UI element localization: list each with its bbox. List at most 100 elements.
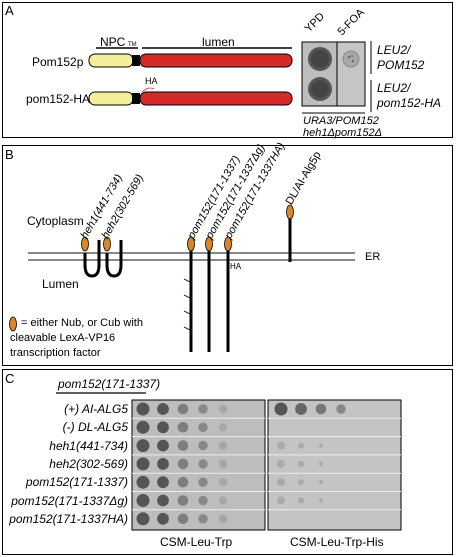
growth-spot bbox=[277, 459, 285, 468]
panel-b bbox=[2, 145, 453, 366]
growth-spot bbox=[298, 460, 304, 467]
growth-spot bbox=[136, 494, 150, 507]
growth-spot bbox=[298, 479, 304, 486]
strain-line2: heh1Δpom152Δ bbox=[303, 127, 382, 139]
lumen-label: lumen bbox=[202, 35, 235, 49]
growth-spot bbox=[336, 404, 346, 414]
pom152p-lumen-domain bbox=[139, 53, 293, 68]
alg5-tag bbox=[286, 204, 294, 220]
pom152ha-lumen-domain bbox=[139, 91, 293, 106]
growth-spot bbox=[319, 461, 323, 466]
tm-label: TM bbox=[128, 42, 137, 48]
growth-spot bbox=[315, 403, 327, 415]
growth-spot bbox=[136, 420, 150, 434]
ha-b-label: HA bbox=[230, 262, 242, 271]
growth-spot bbox=[218, 514, 228, 523]
row2-line1: LEU2/ bbox=[377, 81, 411, 95]
plate1-label: CSM-Leu-Trp bbox=[160, 535, 233, 549]
growth-spot bbox=[319, 480, 323, 485]
growth-spot bbox=[136, 439, 150, 453]
plate2-label: CSM-Leu-Trp-His bbox=[290, 535, 384, 549]
growth-spot bbox=[298, 442, 304, 449]
growth-spot bbox=[298, 497, 304, 504]
growth-spot bbox=[218, 478, 228, 487]
row2-line2: pom152-HA bbox=[377, 96, 442, 110]
growth-spot bbox=[218, 459, 228, 468]
growth-spot bbox=[198, 459, 208, 469]
growth-spot bbox=[177, 403, 189, 415]
growth-spot bbox=[295, 403, 307, 415]
growth-spot bbox=[136, 402, 150, 416]
growth-spot bbox=[198, 514, 208, 524]
growth-spot bbox=[157, 421, 169, 434]
panel-b-label: B bbox=[5, 147, 14, 162]
growth-spot bbox=[198, 422, 208, 432]
strain-row-label: pom152(171-1337Δg) bbox=[11, 493, 128, 508]
ha-label: HA bbox=[145, 76, 158, 86]
panel-c bbox=[2, 369, 453, 555]
pom152ha-tm-domain bbox=[132, 93, 140, 104]
strain-row-label: pom152(171-1337HA) bbox=[9, 511, 128, 526]
growth-spot bbox=[277, 441, 285, 450]
growth-spot bbox=[319, 443, 323, 448]
growth-spot bbox=[277, 478, 285, 487]
pom152ha-label: pom152-HA bbox=[26, 92, 91, 106]
pom152p-label: Pom152p bbox=[32, 55, 84, 69]
strain-row-label: heh1(441-734) bbox=[49, 438, 128, 453]
strain-row-label: heh2(302-569) bbox=[49, 456, 128, 471]
cytoplasm-label: Cytoplasm bbox=[27, 214, 84, 228]
growth-spot bbox=[136, 475, 150, 489]
growth-spot bbox=[177, 495, 189, 506]
growth-spot bbox=[198, 404, 208, 414]
row1-line2: POM152 bbox=[377, 58, 425, 72]
growth-spot bbox=[177, 422, 189, 433]
growth-spot bbox=[319, 498, 323, 503]
growth-spot bbox=[157, 439, 169, 452]
pom152-ha-tag bbox=[224, 236, 232, 252]
panel-a-label: A bbox=[5, 3, 14, 18]
strain-line1: URA3/POM152 bbox=[303, 115, 379, 127]
heh2-tag bbox=[103, 236, 111, 252]
panel-c-header: pom152(171-1337) bbox=[58, 377, 161, 391]
growth-spot bbox=[157, 512, 169, 525]
panel-a bbox=[2, 2, 453, 138]
growth-spot bbox=[157, 494, 169, 507]
growth-spot bbox=[177, 476, 189, 488]
npc-label: NPC bbox=[100, 35, 126, 49]
legend-line2: cleavable LexA-VP16 bbox=[10, 332, 116, 344]
legend-tag bbox=[9, 316, 17, 332]
pom152-tag bbox=[187, 236, 195, 252]
growth-spot bbox=[218, 423, 228, 432]
growth-spot bbox=[198, 495, 208, 506]
growth-spot bbox=[136, 512, 150, 526]
strain-row-label: pom152(171-1337) bbox=[25, 475, 128, 490]
growth-spot bbox=[198, 477, 208, 487]
plate-leu-trp-his bbox=[267, 399, 402, 531]
growth-spot bbox=[218, 441, 228, 450]
growth-spot bbox=[218, 496, 228, 505]
panel-c-label: C bbox=[5, 371, 15, 386]
strain-row-label: (-) DL-ALG5 bbox=[62, 420, 128, 435]
growth-spot bbox=[136, 457, 150, 471]
lumen-b-label: Lumen bbox=[42, 277, 79, 291]
er-label: ER bbox=[365, 251, 381, 263]
growth-spot bbox=[218, 404, 228, 414]
growth-spot bbox=[274, 402, 288, 416]
growth-spot bbox=[177, 440, 189, 451]
pom152-dg-tag bbox=[205, 236, 213, 252]
row1-line1: LEU2/ bbox=[377, 43, 411, 57]
growth-spot bbox=[157, 476, 169, 489]
growth-spot bbox=[157, 458, 169, 470]
growth-spot bbox=[157, 403, 169, 415]
strain-row-label: (+) AI-ALG5 bbox=[64, 402, 128, 416]
growth-spot bbox=[198, 440, 208, 451]
heh1-tag bbox=[81, 236, 89, 252]
growth-spot bbox=[277, 496, 285, 505]
pom152p-tm-domain bbox=[132, 55, 140, 66]
growth-spot bbox=[177, 513, 189, 525]
legend-line1: = either Nub, or Cub with bbox=[21, 317, 143, 329]
growth-spot bbox=[177, 458, 189, 470]
